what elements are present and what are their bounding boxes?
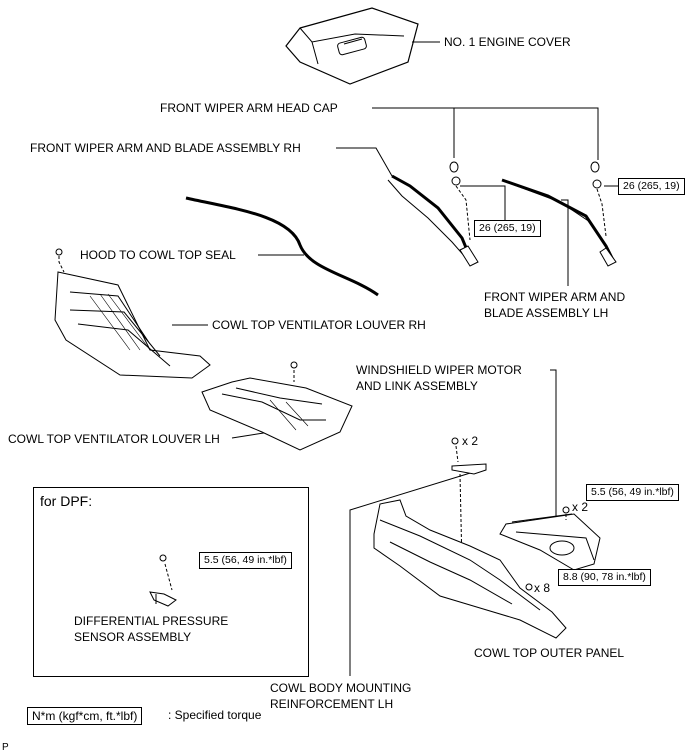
leader-lines — [172, 41, 618, 676]
reinforcement-label-2: REINFORCEMENT LH — [270, 697, 394, 711]
outer-panel-label: COWL TOP OUTER PANEL — [474, 646, 625, 660]
wiper-motor-label-2: AND LINK ASSEMBLY — [356, 379, 478, 393]
sensor-part — [149, 591, 177, 607]
louver-lh-label: COWL TOP VENTILATOR LOUVER LH — [8, 432, 220, 446]
motor-bolt-qty: x 2 — [572, 500, 589, 514]
wiper-motor-label-1: WINDSHIELD WIPER MOTOR — [356, 363, 522, 377]
clip-rh-part — [55, 248, 63, 256]
sensor-label-2: SENSOR ASSEMBLY — [74, 630, 192, 644]
torque-motor-bolt: 5.5 (56, 49 in.*lbf) — [586, 484, 679, 501]
reinforcement-label-1: COWL BODY MOUNTING — [270, 681, 412, 695]
wiper-arm-lh-label-2: BLADE ASSEMBLY LH — [484, 306, 609, 320]
nut-lh-part — [592, 179, 602, 189]
corner-mark: P — [2, 742, 9, 753]
wiper-arm-lh-label-1: FRONT WIPER ARM AND — [484, 290, 626, 304]
bracket-bolt-part — [451, 437, 459, 445]
bracket-part — [451, 463, 487, 475]
hood-seal-label: HOOD TO COWL TOP SEAL — [80, 248, 236, 262]
torque-rh-nut: 26 (265, 19) — [474, 220, 541, 237]
sensor-bolt-part — [159, 554, 167, 562]
clip-lh-part — [290, 361, 298, 369]
panel-bolt-qty: x 8 — [534, 581, 551, 595]
engine-cover-label: NO. 1 ENGINE COVER — [444, 35, 571, 49]
wiper-arm-rh-label: FRONT WIPER ARM AND BLADE ASSEMBLY RH — [30, 141, 301, 155]
louver-rh-label: COWL TOP VENTILATOR LOUVER RH — [212, 318, 426, 332]
torque-panel-bolt: 8.8 (90, 78 in.*lbf) — [558, 569, 651, 586]
bracket-bolt-qty: x 2 — [462, 434, 479, 448]
louver-rh-part — [54, 271, 211, 379]
torque-sensor-bolt: 5.5 (56, 49 in.*lbf) — [199, 552, 292, 569]
wiper-motor-part — [499, 513, 601, 571]
nut-rh-part — [451, 176, 461, 186]
dpf-title: for DPF: — [40, 493, 93, 509]
wiper-arm-lh-part — [501, 178, 617, 267]
wiper-arm-rh-part — [387, 174, 479, 267]
engine-cover-part — [285, 7, 419, 85]
legend-description: : Specified torque — [168, 708, 262, 722]
outer-panel-part — [373, 499, 567, 639]
hood-seal-part — [185, 196, 379, 297]
wiper-head-cap-label: FRONT WIPER ARM HEAD CAP — [160, 101, 338, 115]
louver-lh-part — [201, 377, 353, 451]
sensor-label-1: DIFFERENTIAL PRESSURE — [74, 614, 229, 628]
panel-bolt-part — [525, 583, 533, 591]
dpf-box — [33, 487, 309, 677]
torque-lh-nut: 26 (265, 19) — [618, 178, 685, 195]
head-cap-rh-part — [449, 161, 459, 173]
head-cap-lh-part — [590, 161, 600, 173]
motor-bolt-part — [562, 506, 570, 514]
legend-unit-box: N*m (kgf*cm, ft.*lbf) — [27, 707, 143, 725]
